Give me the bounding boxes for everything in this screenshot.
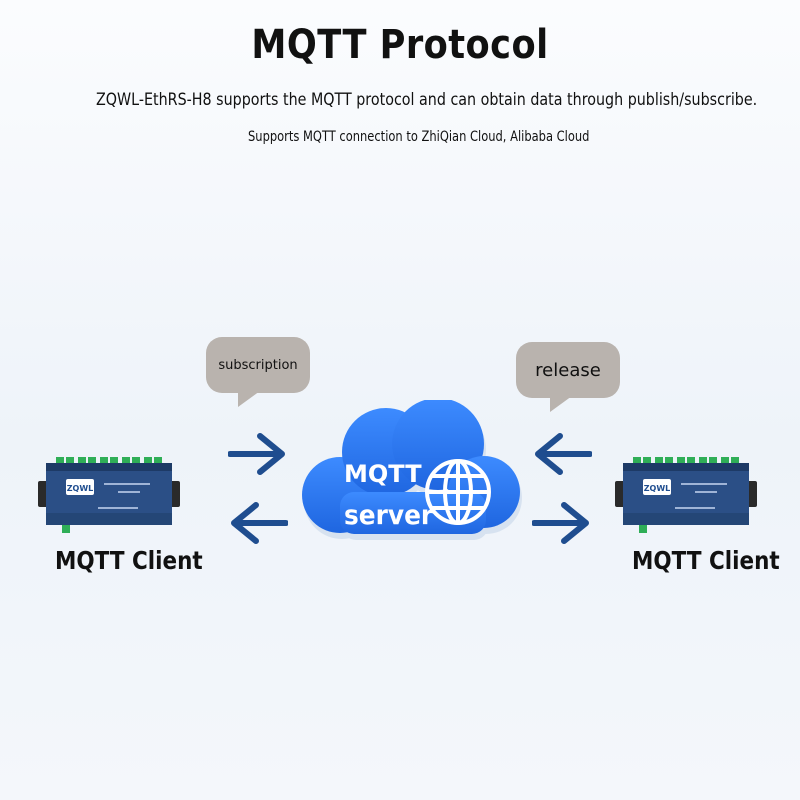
client-label-right: MQTT Client (632, 546, 780, 575)
bubble-tail (550, 396, 572, 412)
gateway-device-right: ZQWL (615, 457, 757, 533)
device-logo: ZQWL (67, 484, 94, 493)
client-label-left: MQTT Client (55, 546, 203, 575)
page-title: MQTT Protocol (251, 22, 549, 68)
cloud-label-server: server (344, 500, 434, 531)
release-bubble: release (516, 342, 620, 412)
cloud-label-mqtt: MQTT (344, 460, 422, 488)
cloud-icon (302, 400, 522, 540)
subscription-bubble: subscription (206, 337, 310, 407)
device-logo: ZQWL (644, 484, 671, 493)
arrow-left-icon (231, 502, 288, 544)
arrow-right-icon (228, 433, 285, 475)
page-subtitle: ZQWL-EthRS-H8 supports the MQTT protocol… (96, 90, 758, 110)
release-label: release (535, 359, 601, 381)
bubble-tail (238, 391, 260, 407)
gateway-device-left: ZQWL (38, 457, 180, 533)
subscription-label: subscription (218, 357, 298, 373)
page-note: Supports MQTT connection to ZhiQian Clou… (248, 129, 590, 145)
arrow-left-icon (535, 433, 592, 475)
arrow-right-icon (532, 502, 589, 544)
globe-icon (425, 459, 491, 525)
